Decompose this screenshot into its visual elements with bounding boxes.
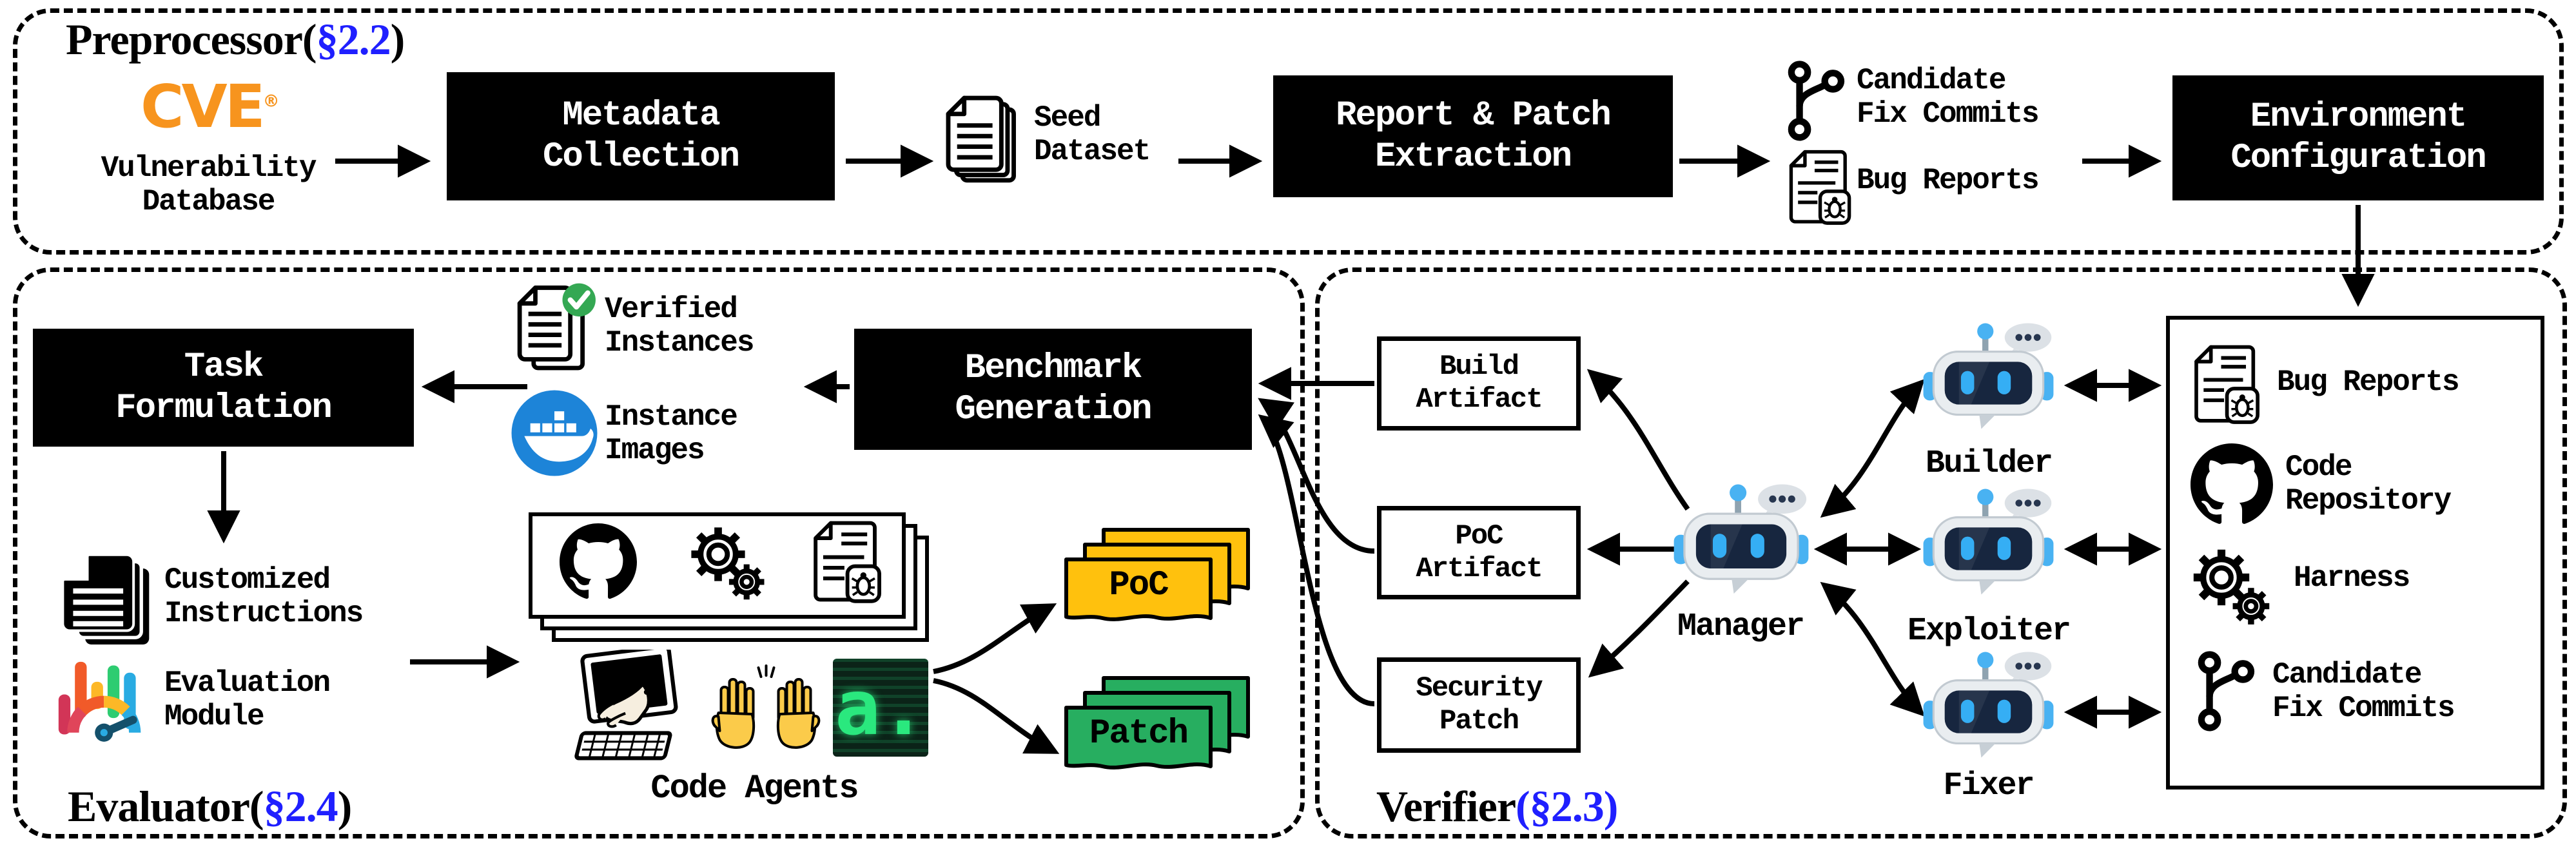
- bug-report-icon: [1789, 150, 1851, 225]
- seed-dataset-label: Seed Dataset: [1034, 101, 1151, 168]
- verified-instances-label: Verified Instances: [605, 293, 754, 360]
- docker-icon: [511, 390, 598, 476]
- security-patch-box: Security Patch: [1377, 657, 1581, 753]
- cve-registered-mark: ®: [262, 92, 280, 111]
- git-branch-icon: [1788, 61, 1845, 141]
- fixer-label: Fixer: [1943, 768, 2034, 804]
- panel-candidate-fix-commits-label: Candidate Fix Commits: [2272, 658, 2455, 725]
- verifier-section-ref: §2.3: [1529, 782, 1605, 831]
- patch-label: Patch: [1089, 714, 1189, 753]
- evaluation-module-label: Evaluation Module: [164, 666, 331, 733]
- build-artifact-box: Build Artifact: [1377, 336, 1581, 431]
- code-agents-label: Code Agents: [650, 770, 859, 808]
- verified-instances-icon: [517, 283, 596, 371]
- gears-icon: [691, 527, 765, 600]
- poc-folder-stack: [1064, 528, 1250, 621]
- preprocessor-title-name: Preprocessor: [66, 15, 303, 64]
- raising-hands-icon: [711, 664, 821, 749]
- evaluator-section-ref: §2.4: [263, 782, 338, 831]
- poc-label: PoC: [1109, 566, 1169, 605]
- preprocessor-container: [13, 8, 2564, 255]
- seed-dataset-icon: [946, 95, 1016, 183]
- poc-artifact-box: PoC Artifact: [1377, 506, 1581, 599]
- metadata-collection-box: Metadata Collection: [447, 72, 835, 200]
- environment-configuration-box: Environment Configuration: [2172, 75, 2544, 200]
- panel-bug-reports-label: Bug Reports: [2277, 365, 2460, 399]
- exploiter-label: Exploiter: [1907, 613, 2071, 650]
- panel-github-icon: [2191, 443, 2273, 524]
- evaluator-title: Evaluator(§2.4): [68, 782, 352, 831]
- panel-harness-label: Harness: [2294, 561, 2410, 595]
- preprocessor-title: Preprocessor(§2.2): [66, 15, 405, 64]
- bug-reports-label: Bug Reports: [1857, 164, 2040, 197]
- benchmark-generation-box: Benchmark Generation: [854, 329, 1252, 450]
- candidate-fix-commits-label: Candidate Fix Commits: [1857, 64, 2040, 131]
- manager-label: Manager: [1677, 608, 1805, 645]
- led-display-icon: a.: [833, 659, 928, 757]
- builder-robot-icon: [1922, 322, 2054, 431]
- patch-folder-stack: [1064, 676, 1250, 770]
- task-formulation-box: Task Formulation: [33, 329, 414, 447]
- panel-bug-report-icon: [2194, 345, 2259, 424]
- verifier-title-name: Verifier: [1376, 782, 1516, 831]
- github-icon: [560, 523, 637, 599]
- led-glyph: a.: [834, 663, 927, 752]
- verifier-title: Verifier(§2.3): [1376, 782, 1618, 831]
- preprocessor-section-ref: §2.2: [316, 15, 391, 64]
- evaluator-title-name: Evaluator: [68, 782, 250, 831]
- vulnerability-database-label: Vulnerability Database: [101, 151, 317, 218]
- fixer-robot-icon: [1922, 650, 2054, 759]
- cve-logo: CVE®: [141, 72, 280, 141]
- evaluation-module-icon: [58, 661, 141, 742]
- panel-git-branch-icon: [2198, 651, 2255, 732]
- instance-images-label: Instance Images: [605, 400, 738, 467]
- bug-document-icon: [814, 521, 881, 603]
- exploiter-robot-icon: [1922, 487, 2054, 596]
- panel-harness-icon: [2193, 549, 2270, 625]
- panel-code-repository-label: Code Repository: [2285, 451, 2452, 518]
- builder-label: Builder: [1925, 445, 2053, 482]
- customized-instructions-label: Customized Instructions: [164, 563, 364, 630]
- manager-robot-icon: [1673, 483, 1810, 595]
- customized-instructions-icon: [61, 553, 150, 644]
- hacker-terminal-icon: [574, 650, 678, 761]
- report-patch-extraction-box: Report & Patch Extraction: [1273, 75, 1673, 197]
